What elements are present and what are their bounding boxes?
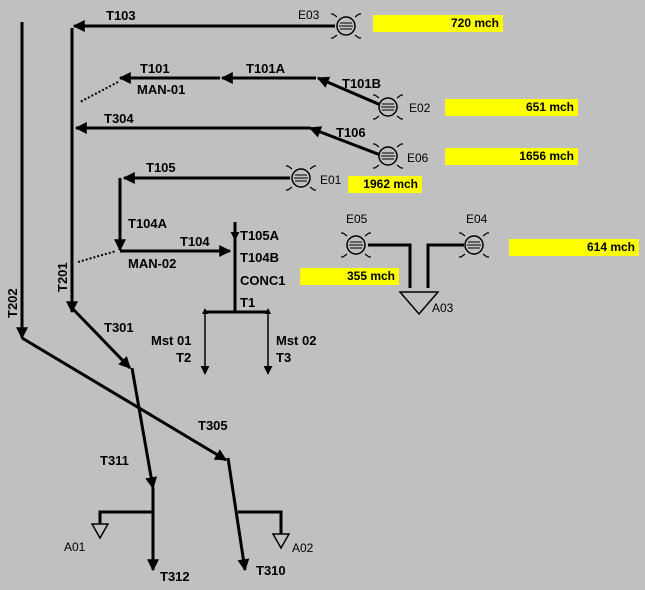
label-t103: T103 (106, 8, 136, 23)
pipe-t311 (130, 367, 158, 490)
pipe-e05-a03 (368, 243, 412, 288)
t1-arrow-left (202, 308, 208, 314)
label-t101: T101 (140, 61, 170, 76)
flow-badge-e05: 355 mch (300, 268, 399, 285)
label-tank-a01: A01 (64, 540, 86, 554)
label-man02: MAN-02 (128, 256, 176, 271)
label-mst02: Mst 02 (276, 333, 316, 348)
tank-a01-symbol (90, 523, 110, 540)
pipe-t101b (316, 76, 384, 108)
label-t310: T310 (256, 563, 286, 578)
pipe-t301 (70, 306, 132, 370)
label-pump-e06: E06 (407, 151, 429, 165)
label-t105: T105 (146, 160, 176, 175)
label-pump-e05: E05 (346, 212, 368, 226)
label-t101a: T101A (246, 61, 286, 76)
label-t301: T301 (104, 320, 134, 335)
label-man01: MAN-01 (137, 82, 185, 97)
label-t106: T106 (336, 125, 366, 140)
pump-e06-icon[interactable] (372, 143, 404, 169)
label-mst01: Mst 01 (151, 333, 191, 348)
tank-a02-symbol (271, 533, 291, 550)
label-t312: T312 (160, 569, 190, 584)
flow-badge-e04: 614 mch (509, 239, 639, 256)
flow-badge-e01: 1962 mch (348, 176, 422, 193)
label-tank-a02: A02 (292, 541, 314, 555)
pipe-a01 (98, 510, 153, 524)
pipe-t106 (308, 126, 384, 158)
label-t104: T104 (180, 234, 210, 249)
label-t101b: T101B (342, 76, 381, 91)
flow-badge-e06: 1656 mch (445, 148, 578, 165)
label-t311: T311 (100, 453, 129, 468)
label-t104a: T104A (128, 216, 168, 231)
label-t304: T304 (104, 111, 134, 126)
pump-e02-icon[interactable] (372, 94, 404, 120)
label-t201: T201 (55, 262, 70, 292)
label-t2: T2 (176, 350, 191, 365)
tank-a03-symbol (398, 291, 440, 316)
label-t3: T3 (276, 350, 291, 365)
flow-badge-e03: 720 mch (373, 15, 503, 32)
label-conc1: CONC1 (240, 273, 286, 288)
label-t305: T305 (198, 418, 228, 433)
pipe-man01-link (79, 81, 119, 103)
label-t105a: T105A (240, 228, 280, 243)
pipe-man02-link (77, 250, 117, 263)
label-pump-e03: E03 (298, 8, 320, 22)
label-t202: T202 (5, 288, 20, 318)
pipe-t305 (21, 336, 228, 462)
label-pump-e02: E02 (409, 101, 431, 115)
pump-e03-icon[interactable] (330, 13, 362, 39)
label-pump-e01: E01 (320, 173, 342, 187)
pump-e01-icon[interactable] (285, 165, 317, 191)
label-t1: T1 (240, 295, 255, 310)
pipe-a02 (238, 510, 283, 534)
flow-badge-e02: 651 mch (445, 99, 578, 116)
pipe-e04-a03 (426, 243, 464, 288)
label-t104b: T104B (240, 250, 279, 265)
t1-arrow-right (265, 308, 271, 314)
pump-e05-icon[interactable] (340, 232, 372, 258)
pipe-t310 (226, 457, 250, 572)
label-pump-e04: E04 (466, 212, 488, 226)
label-tank-a03: A03 (432, 301, 454, 315)
